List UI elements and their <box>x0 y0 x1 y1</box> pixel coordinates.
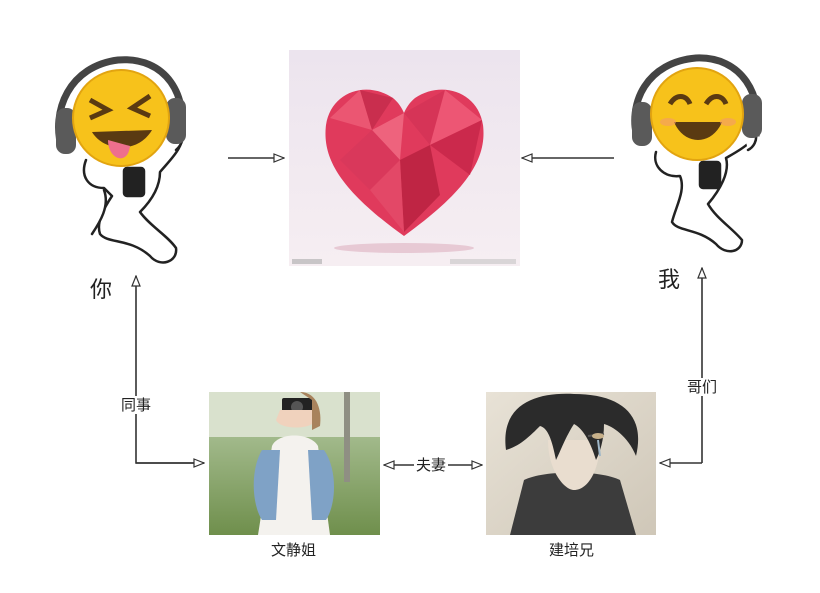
line-wen-to-you <box>136 276 204 464</box>
connectors <box>136 158 702 465</box>
you-emoji <box>55 56 186 167</box>
jian-photo <box>486 392 656 535</box>
edge-label-colleague: 同事 <box>119 396 154 414</box>
heart-image <box>289 50 520 266</box>
node-label-jian: 建培兄 <box>549 541 595 559</box>
me-emoji <box>631 54 762 161</box>
node-label-you: 你 <box>90 278 113 303</box>
wen-photo <box>209 392 380 535</box>
node-label-wen: 文静姐 <box>271 541 317 559</box>
node-label-me: 我 <box>658 268 681 293</box>
edge-label-spouse: 夫妻 <box>414 456 449 474</box>
edge-label-buddy: 哥们 <box>685 378 720 396</box>
